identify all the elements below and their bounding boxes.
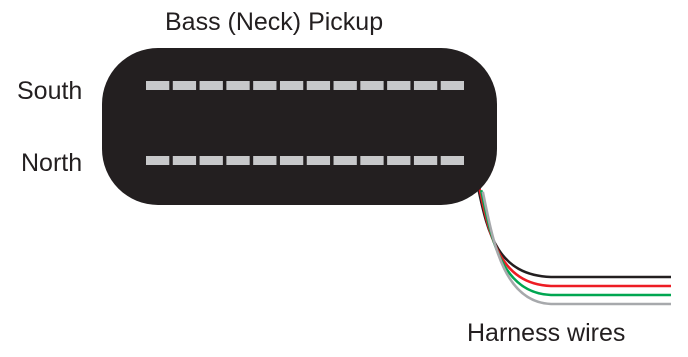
south-pole-piece: [146, 81, 170, 90]
south-pole-piece: [279, 81, 304, 90]
pickup-body: [102, 48, 497, 205]
north-pole-piece: [360, 156, 384, 165]
north-pole-piece: [199, 156, 223, 165]
north-pole-piece: [279, 156, 304, 165]
south-pole-piece: [413, 81, 438, 90]
north-pole-label: North: [21, 149, 83, 177]
north-pole-piece: [226, 156, 250, 165]
north-pole-piece: [146, 156, 170, 165]
north-pole-piece: [306, 156, 331, 165]
south-pole-piece: [199, 81, 223, 90]
south-pole-piece: [440, 81, 464, 90]
south-pole-label: South: [17, 77, 83, 105]
north-pole-piece: [440, 156, 464, 165]
south-pole-row: [146, 81, 464, 90]
harness-wires-label: Harness wires: [467, 319, 626, 347]
south-pole-piece: [387, 81, 411, 90]
south-pole-piece: [360, 81, 384, 90]
north-pole-piece: [413, 156, 438, 165]
north-pole-piece: [172, 156, 197, 165]
north-pole-row: [146, 156, 464, 165]
south-pole-piece: [253, 81, 277, 90]
pickup-title: Bass (Neck) Pickup: [165, 8, 384, 36]
harness-wire: [481, 191, 671, 306]
south-pole-piece: [226, 81, 250, 90]
south-pole-piece: [172, 81, 197, 90]
north-pole-piece: [333, 156, 357, 165]
north-pole-piece: [387, 156, 411, 165]
harness-wires: [476, 186, 671, 306]
south-pole-piece: [306, 81, 331, 90]
south-pole-piece: [333, 81, 357, 90]
north-pole-piece: [253, 156, 277, 165]
